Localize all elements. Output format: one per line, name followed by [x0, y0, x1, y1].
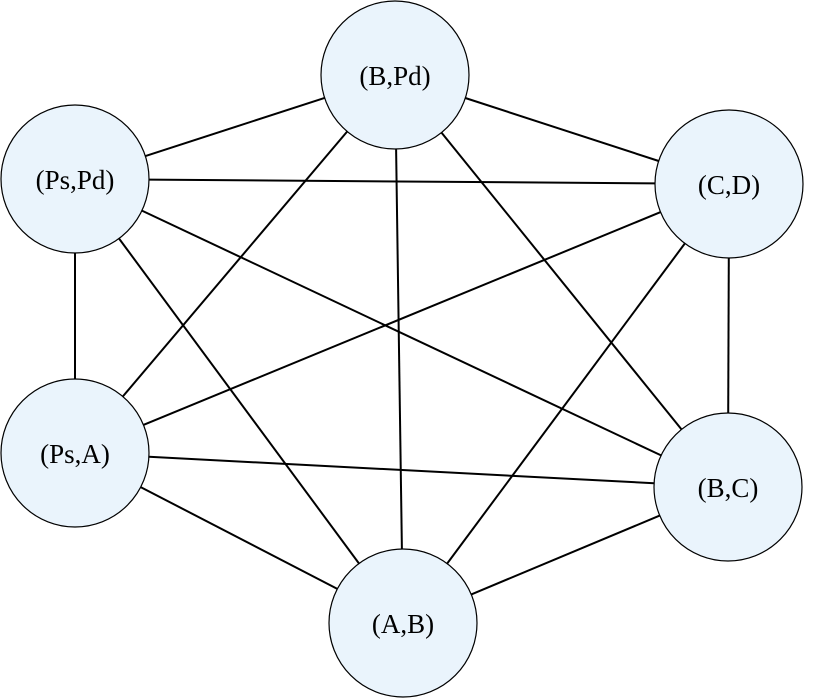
node-bc: (B,C)	[653, 412, 803, 562]
node-psa-label: (Ps,A)	[40, 439, 110, 469]
node-pspd-label: (Ps,Pd)	[36, 165, 115, 195]
node-cd-circle	[654, 109, 804, 259]
edge-bpd-pspd	[145, 96, 325, 158]
edge-psa-ab	[140, 486, 338, 590]
node-ab-label: (A,B)	[372, 609, 434, 639]
node-bpd: (B,Pd)	[320, 0, 470, 150]
node-bpd-circle	[320, 0, 470, 150]
node-ab: (A,B)	[328, 548, 478, 698]
edge-bpd-ab	[395, 148, 403, 550]
node-cd: (C,D)	[654, 109, 804, 259]
node-ab-circle	[328, 548, 478, 698]
node-bc-circle	[653, 412, 803, 562]
node-psa-circle	[0, 378, 150, 528]
edge-bpd-cd	[464, 97, 660, 162]
node-psa: (Ps,A)	[0, 378, 150, 528]
edges-layer	[74, 96, 730, 596]
node-cd-label: (C,D)	[698, 170, 760, 200]
node-pspd: (Ps,Pd)	[0, 104, 150, 254]
edge-ab-bc	[470, 514, 661, 596]
node-pspd-circle	[0, 104, 150, 254]
edge-psa-bc	[148, 455, 655, 485]
edge-cd-ab	[446, 242, 686, 565]
edge-cd-bc	[727, 257, 730, 414]
edge-pspd-bc	[141, 209, 662, 457]
edge-pspd-cd	[148, 178, 656, 185]
node-bpd-label: (B,Pd)	[359, 61, 430, 91]
edge-pspd-ab	[118, 237, 360, 565]
node-bc-label: (B,C)	[698, 473, 759, 503]
edge-cd-psa	[143, 211, 661, 426]
edge-bpd-psa	[122, 130, 348, 398]
edge-bpd-bc	[440, 131, 683, 431]
